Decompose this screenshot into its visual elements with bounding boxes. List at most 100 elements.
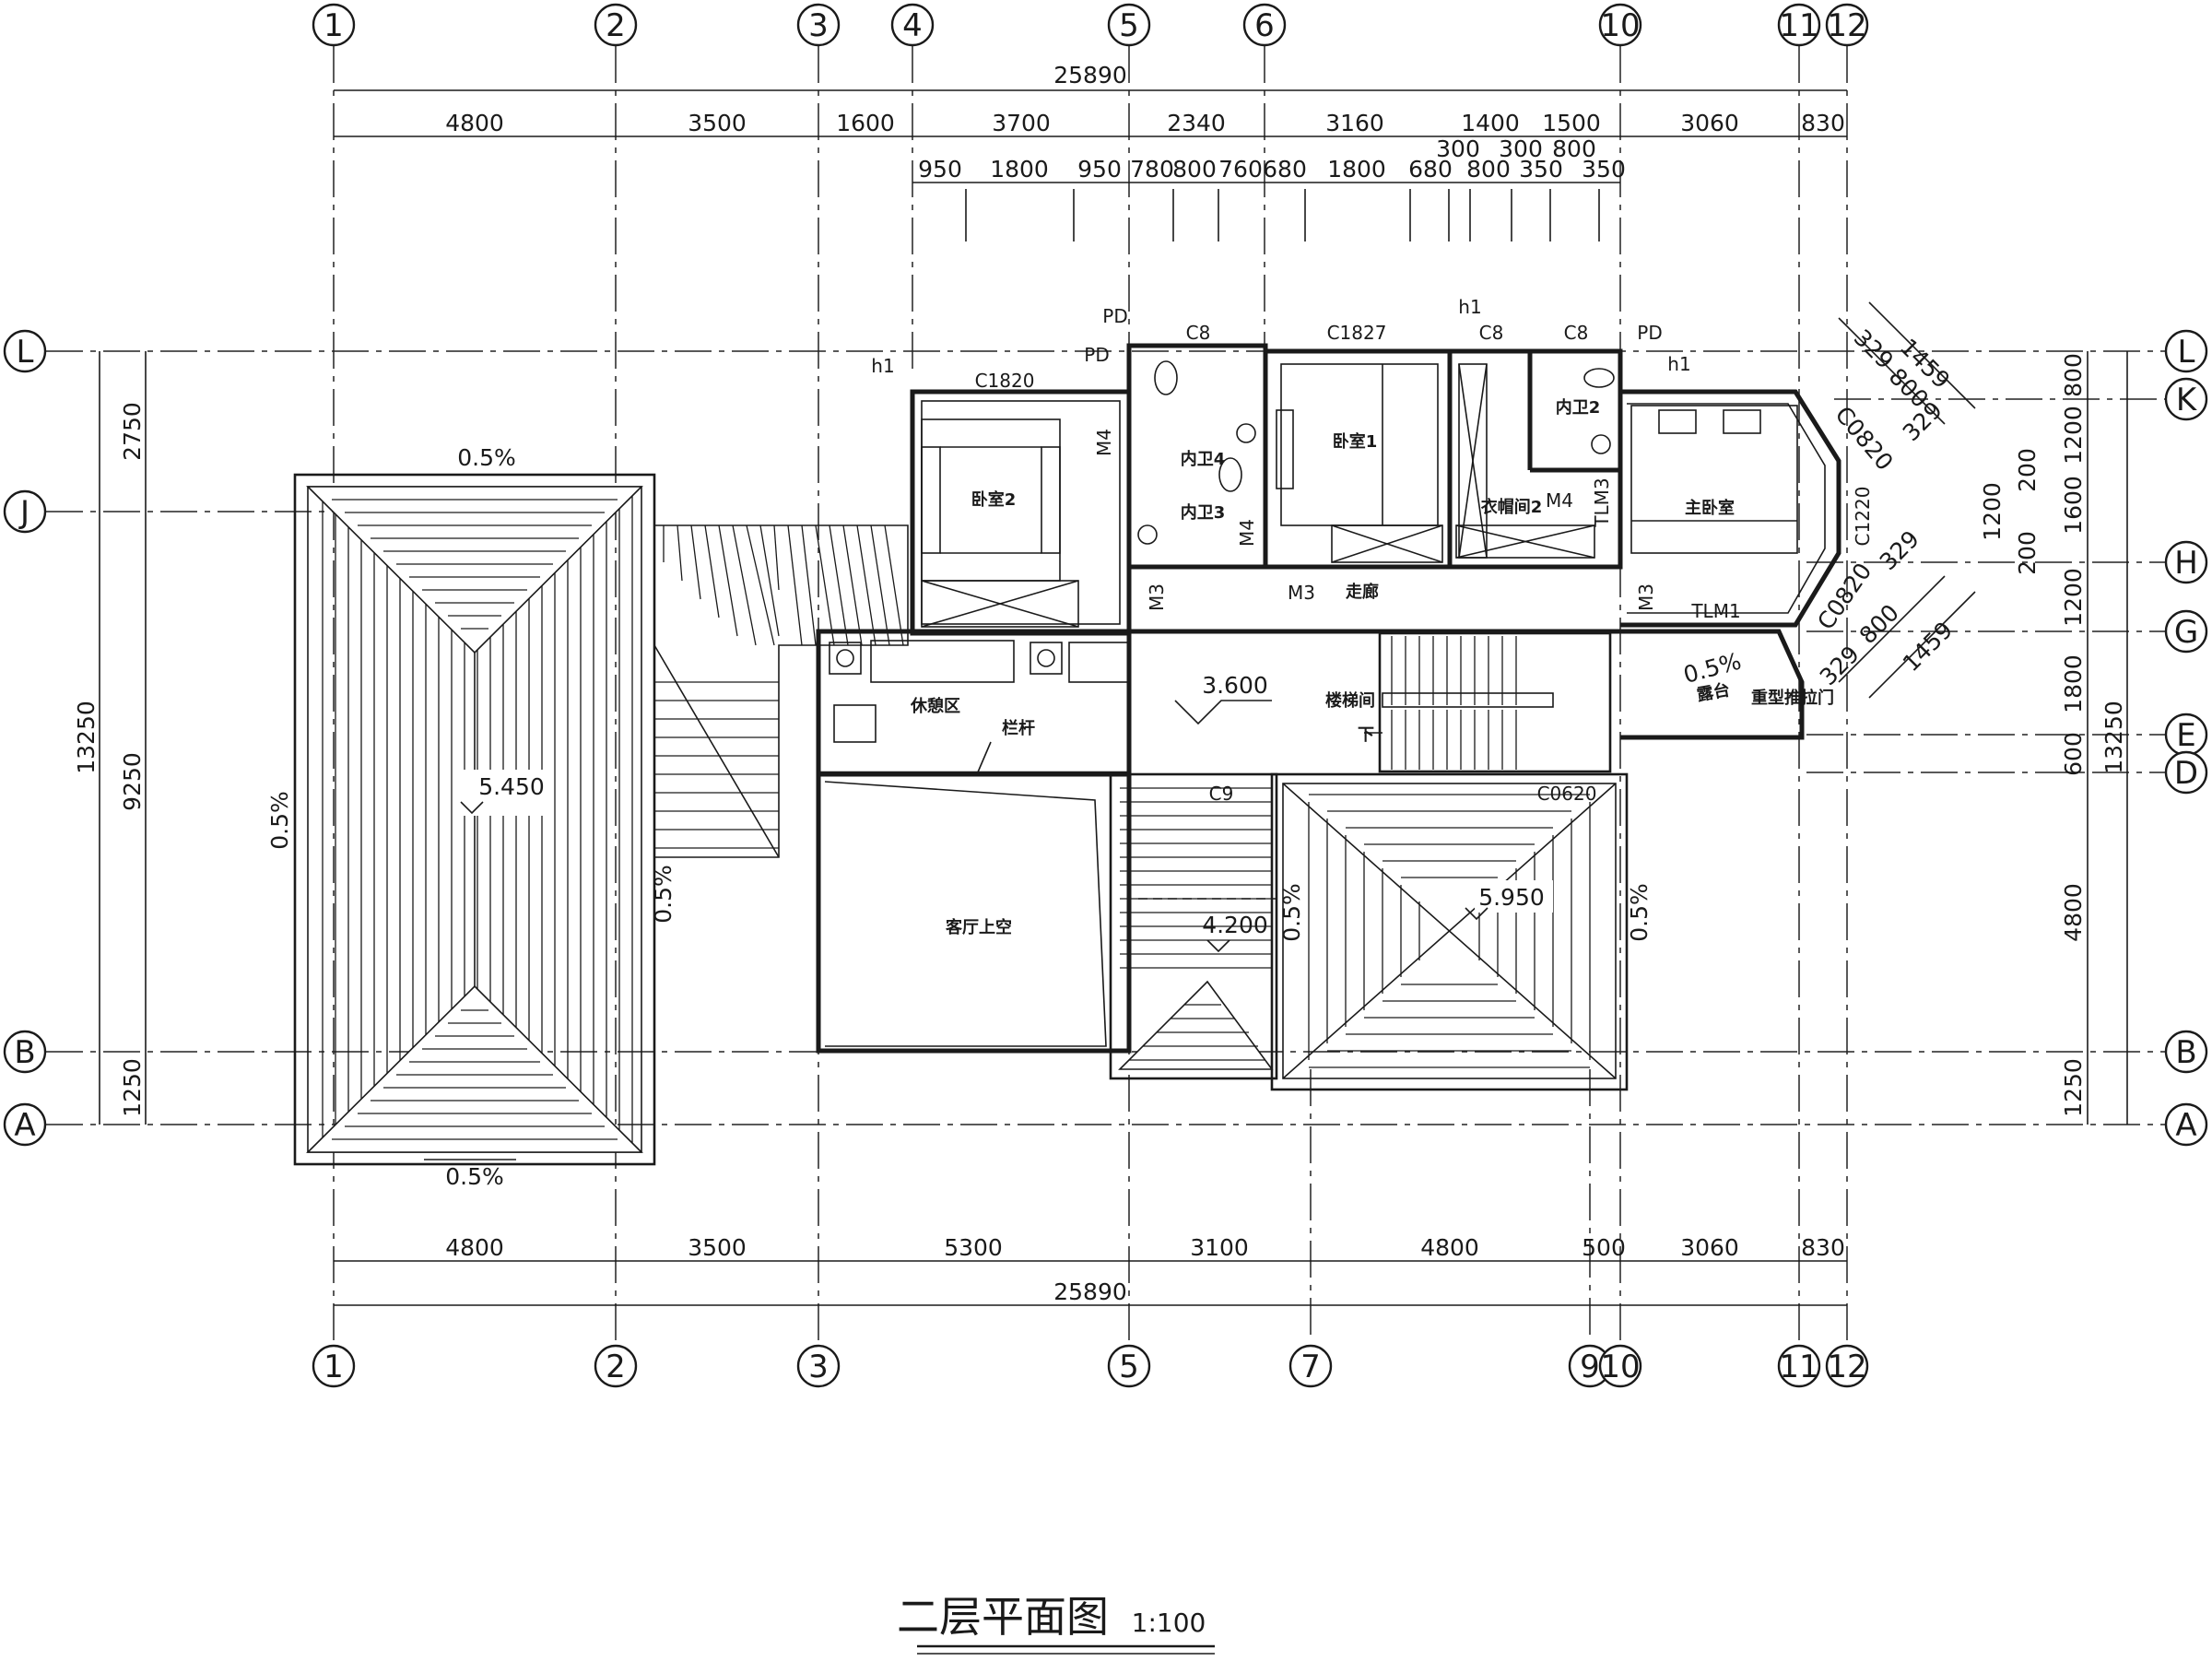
- dim-value: 1200: [2060, 406, 2087, 465]
- dim-value: 800: [2060, 353, 2087, 397]
- tag-h1: h1: [871, 355, 894, 377]
- plan-scale: 1:100: [1132, 1608, 1206, 1638]
- roof-elevation-mid: 4.200: [1202, 912, 1268, 938]
- axis-label: 6: [1254, 7, 1275, 44]
- dim-total-top: 25890: [1053, 62, 1127, 88]
- dim-value: 1200: [2060, 568, 2087, 627]
- dim-value: 780: [1130, 156, 1174, 183]
- dim-value: 760: [1218, 156, 1263, 183]
- tag-window: C1827: [1327, 322, 1387, 344]
- tag-sliding-door: TLM1: [1690, 600, 1740, 622]
- tag-sliding-door: TLM3: [1591, 477, 1613, 527]
- dim-value: 300: [1436, 135, 1480, 162]
- axis-label: 10: [1600, 1349, 1640, 1385]
- dim-value: 1500: [1542, 110, 1601, 136]
- room-master-bedroom: 主卧室: [1685, 498, 1735, 518]
- sliding-door-label: 重型推拉门: [1751, 688, 1834, 708]
- room-closet-2: 衣帽间2: [1481, 497, 1543, 517]
- tag-door: M4: [1546, 489, 1573, 512]
- axis-bubbles-left: L J B A: [3, 329, 47, 1147]
- dim-value: 2750: [119, 402, 146, 461]
- dim-value: 3700: [992, 110, 1051, 136]
- tag-door: M4: [1236, 519, 1258, 547]
- dim-value: 680: [1263, 156, 1307, 183]
- axis-label: 2: [606, 7, 626, 44]
- roof-elevation-left: 5.450: [478, 773, 545, 800]
- plan-title: 二层平面图: [897, 1592, 1109, 1642]
- roof-elevation-right: 5.950: [1478, 884, 1545, 911]
- axis-label: B: [2175, 1034, 2196, 1071]
- axis-bubbles-bottom: 1 2 3 5 7 9 10 11 12: [312, 1344, 1869, 1388]
- tag-door: M4: [1093, 429, 1115, 456]
- axis-label: D: [2174, 755, 2198, 792]
- dimensions-bottom: 4800 3500 5300 3100 4800 500 3060 830 25…: [334, 1234, 1847, 1306]
- dim-value: 5300: [944, 1234, 1003, 1261]
- dim-value: 1800: [1327, 156, 1386, 183]
- railing-label: 栏杆: [1002, 718, 1035, 738]
- room-labels: 卧室2 卧室1 主卧室 内卫4 内卫3 内卫2 衣帽间2 走廊 楼梯间 休憩区 …: [910, 397, 1834, 937]
- room-corridor: 走廊: [1346, 582, 1379, 602]
- dim-value: 300: [1499, 135, 1543, 162]
- tag-window: C8: [1564, 322, 1589, 344]
- axis-label: H: [2174, 545, 2198, 582]
- dim-value: 680: [1408, 156, 1453, 183]
- dim-total-left: 13250: [73, 701, 100, 774]
- furniture: [818, 360, 1798, 775]
- room-bedroom-1: 卧室1: [1333, 431, 1378, 452]
- dim-value: 3500: [688, 110, 747, 136]
- dim-value: 3160: [1325, 110, 1384, 136]
- dim-value: 329: [1898, 396, 1947, 446]
- slope-label: 0.5%: [1278, 883, 1305, 942]
- dim-value: 1800: [990, 156, 1049, 183]
- tag-window: C1820: [975, 370, 1035, 392]
- dim-value: 9250: [119, 752, 146, 811]
- slope-label: 0.5%: [266, 791, 293, 850]
- dim-value: 1250: [119, 1058, 146, 1117]
- dim-value: 3060: [1680, 1234, 1739, 1261]
- axis-label: 10: [1600, 7, 1640, 44]
- axis-label: 12: [1827, 1349, 1866, 1385]
- axis-label: G: [2174, 614, 2198, 651]
- room-stairwell: 楼梯间: [1325, 690, 1375, 711]
- dim-total-right: 13250: [2100, 701, 2127, 774]
- building-walls: [816, 343, 1841, 1054]
- dim-value: 1800: [2060, 654, 2087, 713]
- tag-window: C1220: [1852, 487, 1874, 547]
- axis-label: 5: [1119, 7, 1139, 44]
- dim-value: 800: [1172, 156, 1217, 183]
- dim-value: 4800: [1420, 1234, 1479, 1261]
- axis-bubbles-top: 1 2 3 4 5 6 10 11 12: [312, 3, 1869, 47]
- dim-value: 3060: [1680, 110, 1739, 136]
- axis-label: A: [2175, 1107, 2196, 1144]
- axis-label: J: [18, 494, 29, 531]
- dim-value: 329: [1849, 324, 1899, 374]
- dim-value: 329: [1815, 641, 1865, 690]
- axis-label: 2: [606, 1349, 626, 1385]
- axis-label: 5: [1119, 1349, 1139, 1385]
- dim-value: 350: [1519, 156, 1563, 183]
- axis-label: 9: [1580, 1349, 1600, 1385]
- room-bedroom-2: 卧室2: [971, 489, 1017, 510]
- axis-bubbles-right: L K H G E D B A: [2164, 329, 2208, 1147]
- axis-label: K: [2176, 382, 2198, 418]
- tag-pd: PD: [1084, 344, 1109, 366]
- dim-value: 4800: [2060, 883, 2087, 942]
- tag-window: C8: [1186, 322, 1211, 344]
- tag-pd: PD: [1102, 305, 1127, 327]
- dim-value: 4800: [445, 110, 504, 136]
- dim-value: 329: [1875, 525, 1924, 575]
- tag-window: C9: [1209, 783, 1234, 805]
- axis-label: 7: [1300, 1349, 1321, 1385]
- axis-label: L: [17, 334, 34, 371]
- dim-value: 1250: [2060, 1058, 2087, 1117]
- axis-label: 11: [1779, 7, 1818, 44]
- tag-door: M3: [1288, 582, 1315, 604]
- dim-value: 3100: [1190, 1234, 1249, 1261]
- dim-value: 950: [1077, 156, 1122, 183]
- tag-window: C0620: [1537, 783, 1597, 805]
- dim-value: 800: [1854, 599, 1904, 649]
- dim-value: 4800: [445, 1234, 504, 1261]
- dimensions-right: 800 1200 1600 1200 1800 600 4800 1250 13…: [1979, 351, 2128, 1125]
- dim-value: 950: [918, 156, 962, 183]
- room-bath-4: 内卫4: [1181, 449, 1226, 469]
